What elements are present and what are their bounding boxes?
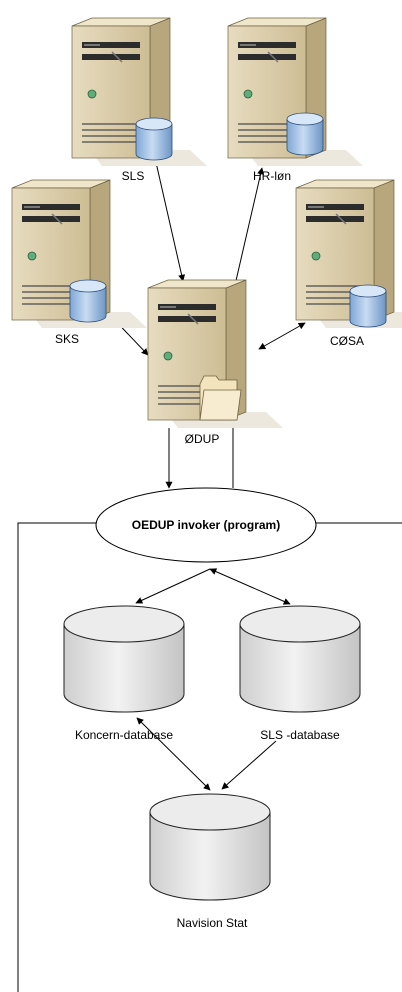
server-sls: SLS	[71, 17, 208, 183]
frame-lines	[17, 522, 402, 992]
server-cosa: CØSA	[295, 179, 402, 348]
database-cylinder-icon	[239, 605, 361, 713]
database-koncern: Koncern-database	[63, 605, 185, 742]
database-icon	[69, 279, 107, 323]
database-icon	[135, 117, 173, 161]
server-hr-lon: HR-løn	[227, 17, 364, 183]
server-odup: ØDUP	[147, 279, 284, 446]
server-label: ØDUP	[185, 432, 220, 446]
server-label: HR-løn	[253, 169, 291, 183]
invoker-program: OEDUP invoker (program)	[95, 487, 317, 563]
database-cylinder-icon	[63, 605, 185, 713]
connectors	[107, 157, 306, 791]
database-cylinder-icon	[149, 793, 271, 901]
invoker-label: OEDUP invoker (program)	[132, 518, 280, 532]
database-sls: SLS -database	[239, 605, 361, 742]
database-icon	[349, 284, 387, 328]
folder-icon	[199, 375, 242, 421]
server-label: SLS	[122, 169, 145, 183]
database-navision-stat: Navision Stat	[149, 793, 271, 930]
database-label: Koncern-database	[75, 728, 173, 742]
database-icon	[286, 112, 324, 156]
database-label: Navision Stat	[177, 916, 248, 930]
server-label: CØSA	[330, 334, 364, 348]
server-sks: SKS	[11, 179, 148, 346]
server-label: SKS	[55, 332, 79, 346]
database-label: SLS -database	[260, 728, 340, 742]
